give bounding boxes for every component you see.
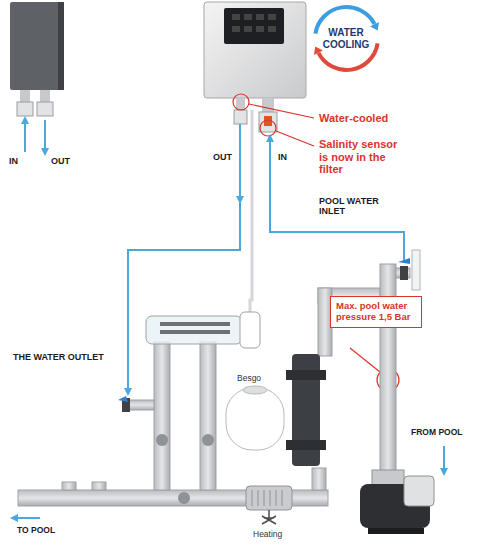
callout-leaders (260, 120, 276, 136)
port-label: OUT (212, 152, 233, 162)
label-holder: Salinity sensor is now in the filter (318, 138, 408, 176)
pump (372, 470, 404, 486)
control-unit (234, 110, 247, 124)
control-unit (256, 26, 264, 32)
cycle-arrowhead (370, 22, 379, 31)
label-holder: IN (8, 156, 19, 166)
sand-filter (286, 370, 326, 380)
valves (118, 258, 410, 504)
left-device (58, 2, 64, 90)
pipework (128, 400, 154, 410)
heater (262, 510, 276, 524)
flow-label: FROM POOL (410, 428, 463, 438)
flow-lines (14, 517, 40, 519)
flow-label: POOL WATER INLET (318, 196, 400, 217)
control-unit (236, 98, 245, 110)
control-unit (256, 14, 264, 20)
cycle-arrowhead (313, 47, 322, 56)
heater (252, 490, 282, 506)
sand-filter (226, 354, 326, 466)
left-device (17, 102, 33, 116)
electrolysis-cell (160, 322, 230, 326)
control-unit (244, 26, 252, 32)
label-holder: THE WATER OUTLET (12, 352, 105, 362)
control-unit (204, 2, 306, 98)
callout-leaders (350, 348, 380, 372)
node-text: Max. pool water pressure 1,5 Bar (336, 301, 416, 323)
control-unit (259, 112, 277, 132)
label-holder: Heating (252, 530, 283, 540)
port-label: IN (277, 152, 288, 162)
flow-lines (443, 446, 445, 472)
flow-lines (239, 150, 241, 200)
pump (404, 476, 434, 506)
label-holder: IN (277, 152, 288, 162)
left-flow-lines (44, 120, 46, 152)
callout-leaders (233, 94, 249, 110)
left-device (20, 90, 30, 102)
left-device (40, 90, 50, 102)
callout-leaders (249, 104, 314, 118)
note-box: Max. pool water pressure 1,5 Bar (330, 296, 422, 328)
part-label: Besgo (236, 374, 262, 384)
control-unit (224, 8, 284, 44)
label-holder: Water-cooled (318, 112, 389, 125)
valves (202, 434, 214, 446)
label-holder: OUT (50, 156, 71, 166)
sensor-cable (250, 110, 252, 318)
left-flow-lines (25, 120, 45, 152)
left-device (37, 102, 53, 116)
flow-lines (14, 124, 444, 518)
electrolysis-cell (160, 330, 230, 334)
control-unit (232, 26, 240, 32)
callout-text: Water-cooled (318, 112, 389, 125)
label-holder: FROM POOL (410, 428, 463, 438)
pump (360, 470, 434, 534)
pipework (62, 482, 76, 490)
control-unit (244, 14, 252, 20)
sand-filter (286, 440, 326, 450)
left-device (10, 2, 62, 90)
sand-filter (243, 386, 267, 394)
valves (156, 434, 168, 446)
flow-label: THE WATER OUTLET (12, 352, 105, 362)
node-text: WATER COOLING (318, 27, 374, 50)
valves (118, 396, 128, 402)
heater (246, 486, 292, 510)
port-label: IN (8, 156, 19, 166)
flow-lines (128, 124, 240, 392)
heater (246, 486, 292, 524)
label-holder: Besgo (236, 374, 262, 384)
logo-badge: WATER COOLING (311, 3, 382, 74)
part-label: Heating (252, 530, 283, 540)
pipework (92, 482, 106, 490)
control-unit (262, 98, 274, 112)
pipework (200, 342, 216, 490)
control-unit (268, 26, 276, 32)
flow-label: TO POOL (16, 526, 56, 536)
control-unit (232, 14, 240, 20)
left-device (10, 2, 64, 116)
label-holder: POOL WATER INLET (318, 196, 400, 217)
label-holder: TO POOL (16, 526, 56, 536)
electrolysis-cell (146, 312, 260, 348)
sand-filter (226, 388, 284, 450)
callout-leaders (276, 131, 314, 146)
label-holder: OUT (212, 152, 233, 162)
port-label: OUT (50, 156, 71, 166)
electrolysis-cell (146, 316, 242, 344)
pipework (18, 490, 328, 506)
pipework (154, 342, 170, 490)
electrolysis-cell (240, 312, 260, 348)
pipework (18, 250, 420, 506)
left-flow-lines (24, 120, 26, 152)
valves (400, 266, 408, 280)
pipework (312, 468, 326, 490)
callout-text: Salinity sensor is now in the filter (318, 138, 408, 176)
pipework (412, 250, 420, 290)
control-unit (268, 14, 276, 20)
pump (368, 528, 424, 534)
valves (178, 492, 190, 504)
